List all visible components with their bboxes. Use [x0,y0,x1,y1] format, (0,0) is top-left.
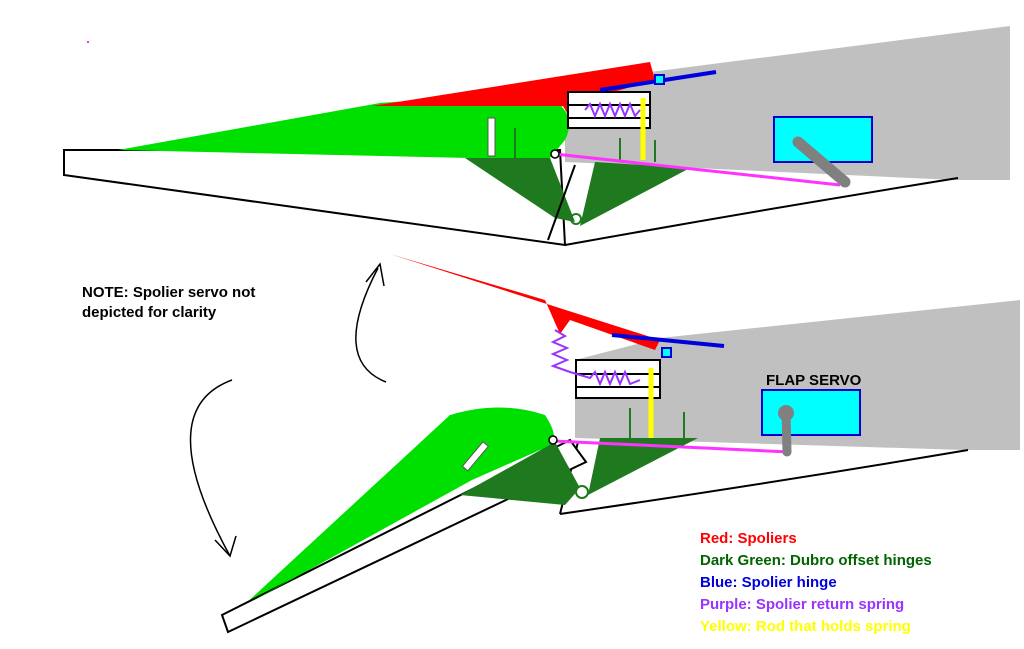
legend-item-offset-hinges: Dark Green: Dubro offset hinges [700,552,932,569]
wing-lower-outline-top [564,177,959,246]
legend-item-return-spring: Purple: Spolier return spring [700,596,905,613]
spoiler-bottom [390,254,660,350]
return-spring-bottom [550,329,641,387]
flap-motion-arrow [189,379,233,557]
color-legend: Red: Spoliers Dark Green: Dubro offset h… [700,528,932,638]
spring-housing-top [567,91,651,129]
legend-item-spring-rod: Yellow: Rod that holds spring [700,618,911,635]
offset-hinge-left-top [465,158,575,222]
offset-hinge-left-bottom [460,442,580,505]
retracted-assembly [63,26,1010,247]
flap-servo-top [773,116,873,163]
legend-item-spoilers: Red: Spoliers [700,530,797,547]
wing-body-top [565,26,1010,180]
return-spring-top [584,101,641,119]
spoiler-motion-arrow [355,267,387,383]
motion-arrows [189,262,387,558]
flap-servo-label: FLAP SERVO [766,372,862,389]
wing-body-bottom [575,300,1020,450]
pushrod-top [554,152,841,187]
flap-servo-bottom [761,389,861,436]
spoiler-hinge-bottom [611,333,725,348]
hinge-pivot-top [570,213,582,225]
offset-hinge-right-bottom [588,438,698,495]
servo-arm-top [792,136,851,188]
legend-item-spoiler-hinge: Blue: Spolier hinge [700,574,837,591]
note-line-1: NOTE: Spolier servo not [82,284,256,301]
flap-top [118,92,570,158]
pushrod-bottom [552,439,791,454]
note-line-2: depicted for clarity [82,304,217,321]
flap-bottom [242,407,554,607]
offset-hinge-right-top [580,162,690,226]
deployed-assembly [220,254,1020,634]
note-text: NOTE: Spolier servo not depicted for cla… [82,283,322,323]
